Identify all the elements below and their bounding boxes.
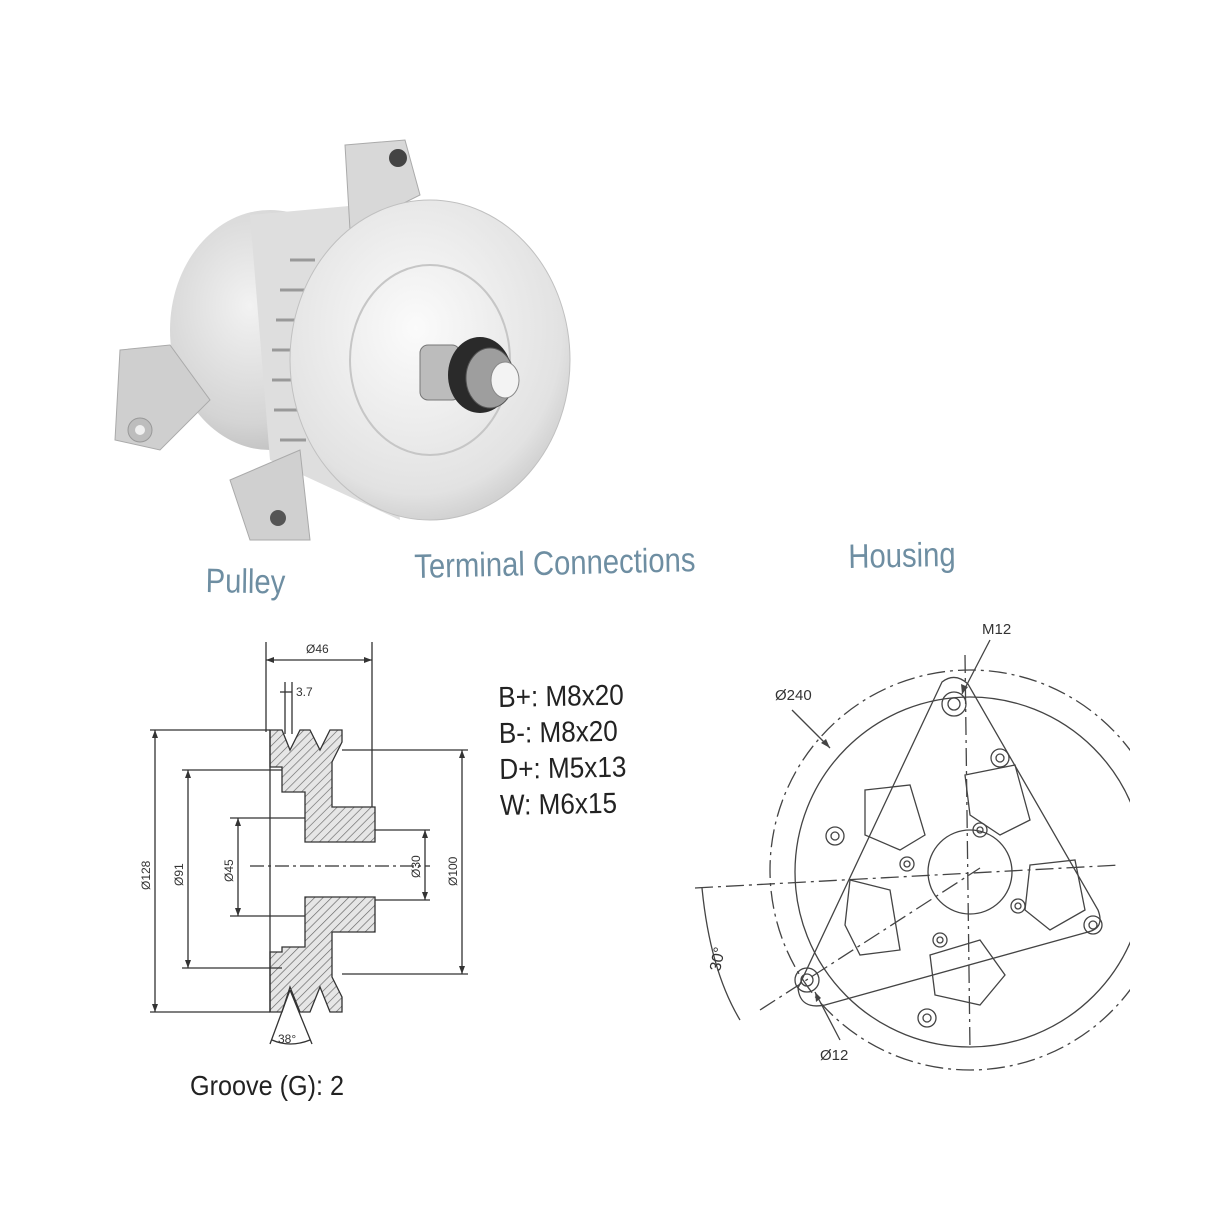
dim-hub-label: Ø46	[306, 642, 329, 656]
dim-bore-label: Ø30	[409, 855, 423, 878]
housing-angle-label: 30°	[707, 946, 729, 973]
dim-groove-bottom-label: Ø91	[172, 863, 186, 886]
pulley-drawing: Ø46 3.7 Ø128 Ø91 Ø45 Ø30 Ø100 38°	[139, 642, 468, 1046]
groove-count: Groove (G): 2	[190, 1070, 345, 1101]
dim-bore-outer-label: Ø45	[222, 859, 236, 882]
alternator-photo	[114, 139, 571, 541]
hole-label: Ø12	[820, 1047, 848, 1064]
terminal-b-minus: B-: M8x20	[498, 715, 619, 750]
pitch-diameter-label: Ø240	[775, 687, 812, 704]
dim-flange-label: Ø100	[446, 856, 460, 886]
angle-label: 38°	[278, 1032, 296, 1046]
dim-groove-offset-label: 3.7	[296, 685, 313, 699]
thread-label: M12	[982, 621, 1011, 638]
terminal-w: W: M6x15	[499, 787, 618, 822]
dim-outer-label: Ø128	[139, 860, 153, 890]
housing-drawing: M12 Ø240 30° Ø12	[694, 621, 1130, 1071]
terminal-b-plus: B+: M8x20	[498, 679, 625, 714]
pulley-title: Pulley	[205, 562, 286, 602]
housing-title: Housing	[848, 535, 956, 576]
terminal-connections-title: Terminal Connections	[414, 541, 696, 586]
terminal-d-plus: D+: M5x13	[499, 751, 627, 786]
terminal-list: B+: M8x20 B-: M8x20 D+: M5x13 W: M6x15	[498, 678, 627, 824]
